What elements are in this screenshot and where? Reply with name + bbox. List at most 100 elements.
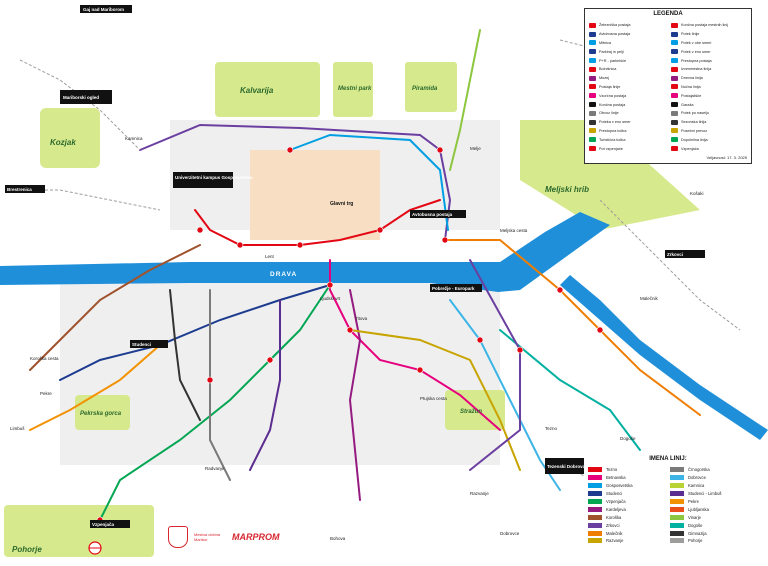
terminal-badges: Gaj nad Mariborom Mariborski ogled Brest… (5, 5, 705, 528)
legend-item-label: Garaža (681, 102, 694, 107)
legend-symbol-icon (589, 40, 596, 46)
line-name-item: Vzpenjača (588, 498, 668, 506)
legend-item: Dopolnilna linija (671, 135, 751, 144)
line-name-label: Dobrovce (688, 475, 706, 481)
legend-item-label: Končna postaja mestnih linij (681, 23, 729, 28)
legend-item: Dnevna linija (671, 74, 751, 83)
legend-item-label: Vzorčna postaja (599, 93, 627, 98)
legend-item: Mitnica (589, 39, 669, 48)
line-name-label: Ljubljanska (688, 506, 709, 512)
legend-symbol-icon (671, 128, 678, 134)
station-univerzitetni: Univerzitetni kampus Gosposvetska (175, 175, 253, 180)
legend-symbol-icon (671, 110, 678, 116)
line-color-swatch (670, 467, 684, 473)
legend-item-label: Dopolnilna linija (681, 137, 708, 142)
station-center: Glavni trg (330, 201, 353, 207)
line-name-item: Koroška (588, 513, 668, 521)
station-kamnica: Kamnica (125, 136, 143, 141)
legend-item: Avtobusna postaja (589, 30, 669, 39)
line-color-swatch (670, 491, 684, 497)
line-color-swatch (588, 491, 602, 497)
park-piramida (405, 62, 457, 112)
line-name-item: Gosposvetska (588, 482, 668, 490)
line-name-label: Tezno (606, 467, 618, 473)
legend-symbol-icon (589, 128, 596, 134)
line-color-swatch (588, 467, 602, 473)
station-zrkovci: Zrkovci (667, 252, 683, 257)
city-name: Mestna občina Maribor (194, 532, 221, 542)
station-tezno: Tezno (545, 426, 558, 431)
line-color-swatch (588, 483, 602, 489)
park-mestni (333, 62, 373, 117)
line-name-label: Črnogorska (688, 467, 710, 473)
legend-symbol-icon (671, 146, 678, 152)
line-name-label: Kardeljeva (606, 506, 626, 512)
line-name-label: Pekre (688, 499, 699, 504)
legend-item: Prestopna točka (589, 127, 669, 136)
line-color-swatch (588, 514, 602, 520)
line-name-item: Črnogorska (670, 466, 750, 474)
line-name-label: Zrkovci (606, 522, 620, 528)
legend-item-label: Obvoz linije (599, 111, 619, 116)
legend-item-label: Parkiraj in pelji (599, 49, 624, 54)
legend-item-label: Potek po naselju (681, 111, 710, 116)
line-name-item: Studenci - Limbuš (670, 490, 750, 498)
station-koroska: Koroška cesta (30, 356, 59, 361)
station-tezenski: Tezenski Dobrova (547, 464, 586, 469)
legend-symbol-icon (671, 40, 678, 46)
legend-item-label: Končna postaja (599, 102, 626, 107)
legend-item-label: Izvenmestna linija (681, 67, 712, 72)
line-color-swatch (670, 506, 684, 512)
legend-symbol-icon (671, 75, 678, 81)
legend-symbol-icon (589, 58, 596, 64)
line-name-item: Zrkovci (588, 521, 668, 529)
station-ljudski-vrt: Ljudski vrt (320, 296, 341, 301)
legend-item-label: Muzej (599, 76, 610, 81)
legend-symbol-icon (671, 137, 678, 143)
park-kozjak (40, 108, 100, 168)
station-dobrovce: Dobrovce (500, 531, 520, 536)
line-color-swatch (670, 483, 684, 489)
river-drava (0, 212, 610, 292)
legend-item-label: Potek v obe smeri (681, 40, 712, 45)
station-dogose: Dogoše (620, 436, 636, 441)
line-names-title: IMENA LINIJ: (649, 456, 687, 462)
line-name-label: Malečnik (606, 530, 623, 536)
line-name-item: Dogoše (670, 521, 750, 529)
marprom-logo: MARPROM (232, 532, 280, 542)
area-kozjak: Kozjak (50, 138, 76, 147)
legend-symbol-icon (589, 31, 596, 37)
route-lines (29, 29, 701, 521)
line-name-label: Betnavska (606, 475, 626, 481)
line-color-swatch (670, 499, 684, 504)
legend-item: Garaža (671, 100, 751, 109)
area-kalvarija: Kalvarija (240, 86, 274, 95)
station-limbus: Limbuš (10, 426, 25, 431)
legend-symbol-icon (671, 102, 678, 108)
legend-item: Železniška postaja (589, 21, 669, 30)
area-pekrska-gorca: Pekrska gorca (80, 411, 122, 417)
line-color-swatch (670, 538, 684, 544)
line-color-swatch (588, 506, 602, 512)
line-name-label: Kamnica (688, 483, 705, 489)
line-color-swatch (588, 522, 602, 528)
legend-item: P+R - parkirišče (589, 56, 669, 65)
legend-symbol-icon (671, 84, 678, 90)
station-razvanje: Razvanje (470, 491, 489, 496)
legend-symbol-icon (589, 93, 596, 99)
legend-item: Posebni prevoz (671, 127, 751, 136)
legend-item: Potek linije (671, 30, 751, 39)
line-color-swatch (670, 530, 684, 536)
legend-item: Postajališče (671, 91, 751, 100)
line-color-swatch (670, 475, 684, 481)
station-radvanje: Radvanje (205, 466, 225, 471)
legend-item: Parkiraj in pelji (589, 47, 669, 56)
line-name-label: Gimnazija (688, 530, 707, 536)
legend-item-label: Nočna linija (681, 84, 701, 89)
legend-item: Končna postaja mestnih linij (671, 21, 751, 30)
legend-item-label: Turistična točka (599, 137, 626, 142)
line-name-label: Vinarje (688, 514, 701, 520)
legend-item-label: Železniška postaja (599, 23, 631, 28)
